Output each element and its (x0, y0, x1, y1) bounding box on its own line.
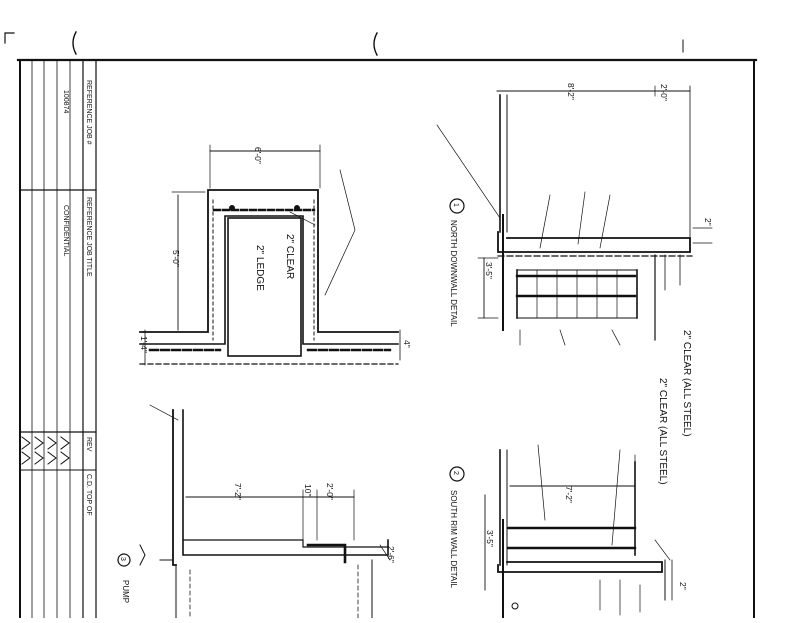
sheet-code: C.D. TOP OF (85, 474, 92, 516)
tl-clear-note: 2" CLEAR (284, 234, 295, 279)
title-block (19, 59, 97, 619)
d1-dim-right: 2" (703, 218, 713, 226)
ref-job-title: CONFIDENTIAL (62, 205, 69, 256)
bl-detail-number: 3 (119, 557, 126, 561)
d1-dim-top-right: 2'-0" (659, 84, 669, 101)
d2-dim-right: 2" (678, 582, 688, 590)
title-block-text: REFERENCE JOB # 100874 REFERENCE JOB TIT… (62, 80, 92, 516)
ref-job-no: 100874 (62, 90, 69, 113)
ref-job-title-label: REFERENCE JOB TITLE (85, 197, 92, 277)
bottom-left-detail-geometry (117, 404, 391, 619)
bl-dim-right: 2'-0" (325, 483, 335, 500)
bl-dim-mid: 10" (303, 484, 313, 496)
bl-dim-side: 2'-6" (386, 546, 396, 563)
detail-2-text: 7'-2" 3'-5" 2" 2 SOUTH RIM WALL DETAIL (449, 471, 688, 590)
d2-dim-top: 7'-2" (564, 486, 574, 503)
d2-detail-title: SOUTH RIM WALL DETAIL (449, 490, 458, 588)
tl-dim-right: 4" (402, 340, 412, 348)
detail-1-geometry (436, 85, 713, 346)
d1-dim-top: 8'-2" (566, 83, 576, 100)
d1-detail-number: 1 (452, 203, 459, 207)
note-clear-steel-b: 2" CLEAR (ALL STEEL) (657, 378, 668, 485)
rev-label: REV (85, 437, 92, 452)
d1-detail-title: NORTH DOWNWALL DETAIL (449, 220, 458, 327)
scan-hole-mark-left (72, 31, 77, 55)
top-left-detail-geometry (139, 144, 401, 366)
bl-detail-title: PUMP (121, 580, 130, 603)
scan-hole-mark-right (373, 32, 378, 56)
tl-dim-small: 1'-4" (139, 336, 149, 353)
top-left-detail-text: 6'-0" 5'-0" 2" CLEAR 2" LEDGE 1'-4" 4" (139, 147, 412, 353)
tl-dim-height: 5'-0" (171, 250, 181, 267)
detail-2-geometry (449, 444, 673, 619)
tl-dim-width: 6'-0" (253, 147, 263, 164)
bl-dim-main: 7'-2" (233, 483, 243, 500)
d2-dim-height: 3'-5" (485, 530, 495, 547)
bottom-left-detail-text: 7'-2" 10" 2'-0" 2'-6" 3 PUMP (119, 483, 396, 603)
tl-ledge-note: 2" LEDGE (254, 245, 265, 291)
detail-1-text: 8'-2" 2'-0" 3'-5" 2" 1 NORTH DOWNWALL DE… (449, 83, 713, 327)
d2-detail-number: 2 (452, 471, 459, 475)
general-notes-text: 2" CLEAR (ALL STEEL) 2" CLEAR (ALL STEEL… (657, 330, 692, 485)
d1-dim-height: 3'-5" (484, 262, 494, 279)
note-clear-steel-a: 2" CLEAR (ALL STEEL) (681, 330, 692, 437)
scan-corner-mark (4, 32, 15, 44)
ref-job-no-label: REFERENCE JOB # (85, 80, 92, 145)
